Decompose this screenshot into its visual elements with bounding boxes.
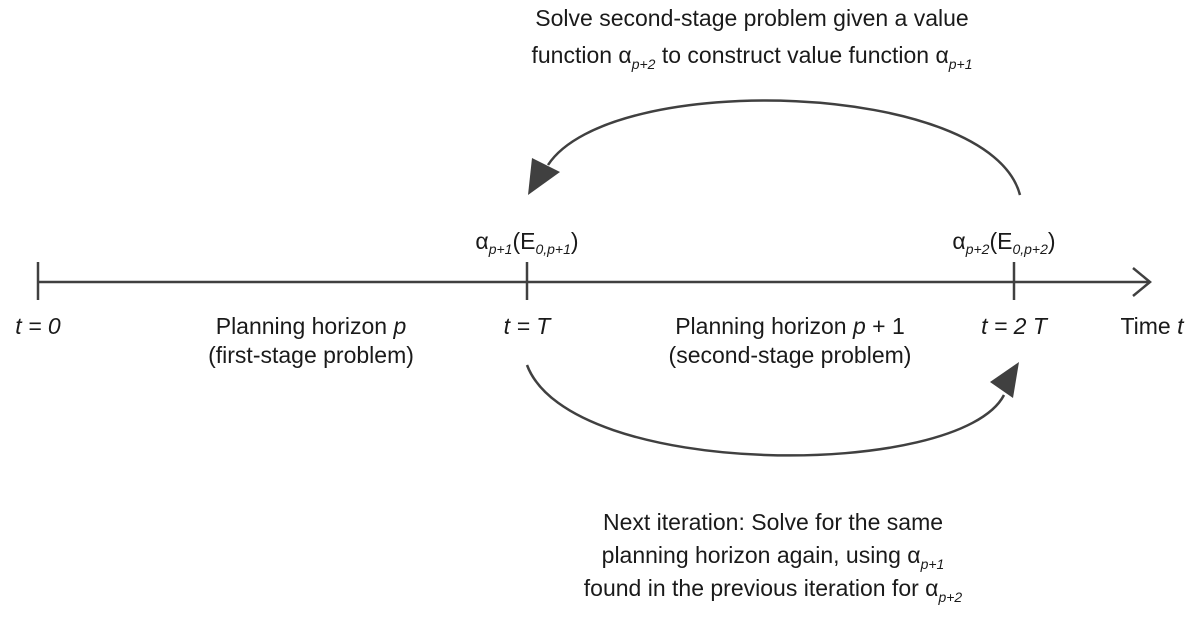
- forward-iteration-arrowhead: [990, 362, 1019, 398]
- bottom-caption-line1: Next iteration: Solve for the same: [603, 509, 943, 535]
- backward-iteration-arrowhead: [528, 158, 560, 195]
- alpha-label-2T: αp+2(E0,p+2): [952, 228, 1055, 257]
- alpha-label-T: αp+1(E0,p+1): [475, 228, 578, 257]
- top-caption-line1: Solve second-stage problem given a value: [535, 5, 968, 31]
- axis-label-time: Time t: [1120, 313, 1185, 339]
- horizon-p1-line2: (second-stage problem): [669, 342, 912, 368]
- horizon-p-line1: Planning horizon p: [216, 313, 407, 339]
- backward-iteration-arrow: [546, 99, 1022, 196]
- bottom-caption-line3: found in the previous iteration for αp+2: [584, 575, 963, 605]
- top-caption-line2: function αp+2 to construct value functio…: [531, 42, 972, 72]
- tick-label-t0: t = 0: [15, 313, 61, 339]
- bottom-caption-line2: planning horizon again, using αp+1: [602, 542, 945, 572]
- tick-label-t2T: t = 2 T: [981, 313, 1049, 339]
- forward-iteration-arrow: [525, 364, 1006, 457]
- time-axis-arrowhead: [1132, 267, 1152, 297]
- tick-label-tT: t = T: [504, 313, 553, 339]
- horizon-p-line2: (first-stage problem): [208, 342, 414, 368]
- horizon-p1-line1: Planning horizon p + 1: [675, 313, 905, 339]
